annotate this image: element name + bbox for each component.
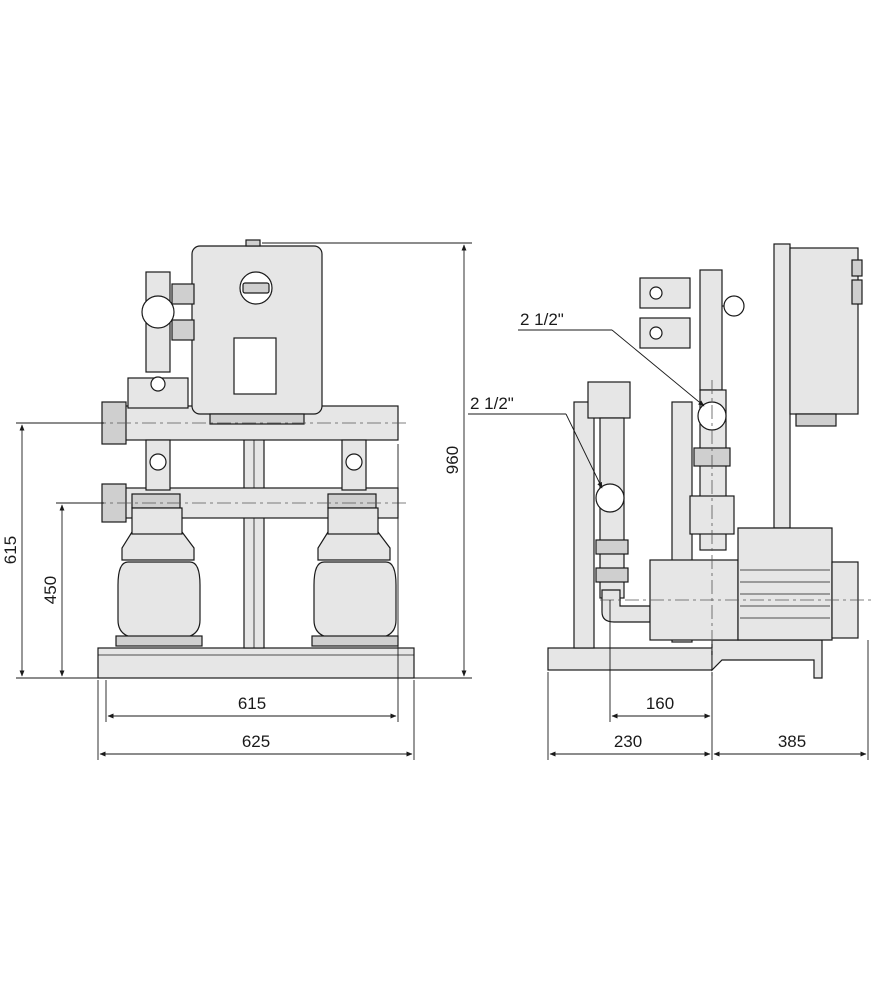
- dim-front-width-base: 625: [242, 732, 270, 751]
- side-pressure-switches: [639, 269, 745, 391]
- side-view: [547, 243, 872, 690]
- front-base-frame: [97, 647, 415, 679]
- dim-side-base-left: 230: [614, 732, 642, 751]
- front-view: [92, 239, 415, 679]
- side-callouts: 2 1/2" 2 1/2": [468, 310, 705, 489]
- dim-front-height-upper: 615: [1, 536, 20, 564]
- front-pump-left: [115, 439, 203, 647]
- dim-front-width-inner: 615: [238, 694, 266, 713]
- side-base-frame: [547, 647, 713, 671]
- side-suction-column: [587, 381, 651, 623]
- dim-side-pipe-offset: 160: [646, 694, 674, 713]
- callout-upper-connection: 2 1/2": [520, 310, 564, 329]
- dim-front-height-lower: 450: [41, 576, 60, 604]
- front-dimensions: 615 450 615 625 960: [1, 242, 472, 760]
- front-control-cabinet: [191, 239, 323, 425]
- callout-lower-connection: 2 1/2": [470, 394, 514, 413]
- dim-total-height: 960: [443, 446, 462, 474]
- side-dimensions: 160 230 385: [547, 600, 869, 760]
- dim-side-base-right: 385: [778, 732, 806, 751]
- side-motor: [649, 527, 859, 641]
- side-cabinet-post: [773, 243, 791, 529]
- side-control-cabinet: [789, 247, 863, 427]
- front-pump-right: [311, 439, 399, 647]
- front-pressure-switch-assembly: [127, 271, 195, 409]
